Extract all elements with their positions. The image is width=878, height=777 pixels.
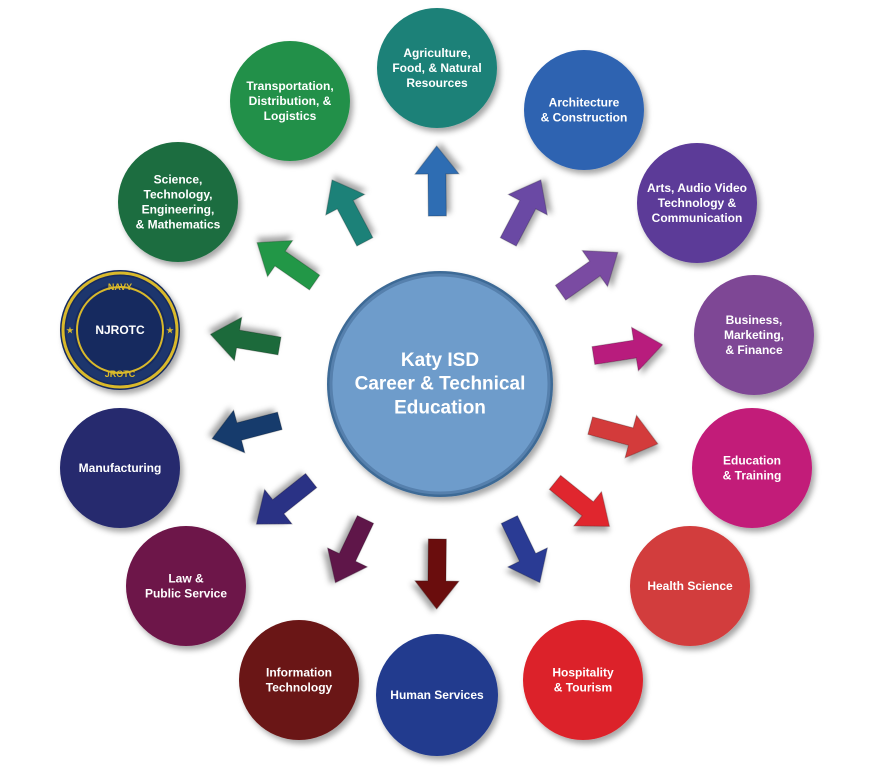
cluster-label: NJROTC (95, 323, 145, 337)
cluster-label: Marketing, (724, 328, 784, 342)
center-title: Career & Technical (355, 374, 526, 395)
cluster-label: Public Service (145, 587, 227, 601)
cluster-njrotc: NAVY JROTC ★ ★ NJROTC (60, 270, 180, 390)
cluster-label: Manufacturing (79, 461, 162, 475)
cluster-label: Arts, Audio Video (647, 181, 747, 195)
cluster-label: Communication (652, 211, 743, 225)
cluster-label: Agriculture, (403, 46, 470, 60)
cluster-label: Technology, (144, 188, 213, 202)
cluster-education: Education& Training (692, 408, 812, 528)
cluster-label: & Finance (725, 343, 783, 357)
cluster-human-services: Human Services (376, 634, 498, 756)
cluster-label: Human Services (390, 688, 484, 702)
cluster-label: Business, (726, 313, 783, 327)
cluster-label: Food, & Natural (392, 61, 481, 75)
cluster-label: Engineering, (142, 203, 215, 217)
cluster-label: & Mathematics (136, 218, 221, 232)
cluster-transportation: Transportation,Distribution, &Logistics (230, 41, 350, 161)
star-icon: ★ (166, 326, 174, 335)
cluster-label: Distribution, & (249, 94, 332, 108)
cluster-label: Science, (154, 173, 203, 187)
arrow-agriculture (413, 145, 460, 217)
center-title: Katy ISD (401, 350, 479, 371)
cluster-label: Transportation, (246, 79, 333, 93)
cluster-label: Resources (406, 76, 468, 90)
cluster-business: Business,Marketing,& Finance (694, 275, 814, 395)
cluster-label: Hospitality (552, 666, 614, 680)
cluster-hospitality: Hospitality& Tourism (523, 620, 643, 740)
cluster-manufacturing: Manufacturing (60, 408, 180, 528)
arrow-architecture (499, 179, 548, 247)
cluster-label: Technology (266, 681, 333, 695)
arrow-information-technology (326, 514, 375, 584)
cluster-label: & Training (723, 469, 782, 483)
cluster-label: Education (723, 454, 781, 468)
arrow-transportation (325, 179, 374, 247)
njrotc-ring-bottom: JROTC (105, 369, 136, 379)
cluster-law: Law &Public Service (126, 526, 246, 646)
star-icon: ★ (66, 326, 74, 335)
arrow-arts (554, 250, 619, 301)
arrow-manufacturing (211, 409, 283, 454)
cluster-architecture: Architecture& Construction (524, 50, 644, 170)
cluster-label: Technology & (658, 196, 737, 210)
arrow-health (548, 474, 611, 527)
arrow-stem (256, 239, 321, 291)
arrow-business (591, 326, 664, 372)
cluster-label: Information (266, 666, 332, 680)
cluster-label: & Tourism (554, 681, 612, 695)
arrow-hospitality (500, 515, 549, 584)
arrow-law (255, 472, 318, 525)
cluster-label: Health Science (647, 579, 733, 593)
cluster-label: & Construction (541, 111, 628, 125)
cluster-label: Law & (168, 572, 204, 586)
arrow-njrotc (209, 316, 282, 362)
arrow-human-services (413, 538, 460, 610)
center-title: Education (394, 397, 486, 418)
njrotc-ring-top: NAVY (108, 282, 132, 292)
cluster-health: Health Science (630, 526, 750, 646)
arrow-education (587, 414, 659, 459)
cluster-label: Architecture (549, 96, 620, 110)
cluster-stem: Science,Technology,Engineering,& Mathema… (118, 142, 238, 262)
cluster-label: Logistics (264, 109, 317, 123)
